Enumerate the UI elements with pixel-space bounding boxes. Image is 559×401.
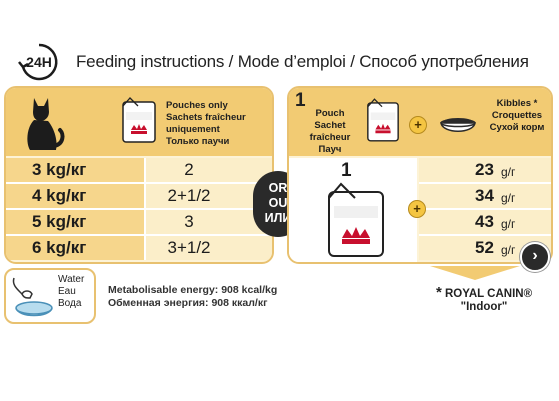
weight-cell: 3 kg/кг: [6, 158, 146, 182]
pouches-only-label: Pouches only Sachets fraîcheur uniquemen…: [166, 100, 272, 148]
kibble-grams: 34: [475, 186, 494, 205]
pouch-icon: [328, 182, 384, 257]
weight-cell: 5 kg/кг: [6, 210, 146, 234]
kibble-bowl-icon: [440, 118, 476, 132]
grams-unit: g/г: [501, 165, 516, 179]
pouch-count-label: 1: [295, 90, 306, 111]
mixed-feeding-header: 1 Pouch Sachet fraîcheur Пауч + Kibbles …: [289, 88, 551, 156]
header: 24H Feeding instructions / Mode d’emploi…: [16, 42, 546, 82]
pouch-amount-cell: 2: [146, 158, 272, 182]
label-ru: Вода: [58, 298, 82, 309]
water-label: Water Eau Вода: [58, 274, 84, 310]
brand-name: ROYAL CANIN®: [444, 288, 533, 300]
label-en: Water: [58, 274, 85, 285]
footnote-star: *: [435, 284, 442, 301]
table-row: 3 kg/кг 2: [6, 158, 272, 182]
water-bowl-icon: [12, 277, 53, 317]
pouch-label: Pouch Sachet fraîcheur Пауч: [295, 108, 365, 156]
page-title: Feeding instructions / Mode d’emploi / С…: [76, 52, 529, 71]
cat-icon: [27, 98, 65, 150]
label-fr: Eau: [58, 286, 76, 297]
weight-cell: 6 kg/кг: [6, 236, 146, 260]
or-ru: ИЛИ: [264, 211, 292, 225]
label-ru: Только паучи: [166, 136, 230, 147]
down-arrow-icon: [430, 266, 520, 280]
label-en: Pouch: [315, 108, 345, 119]
table-row: 5 kg/кг 3: [6, 210, 272, 234]
pouch-icon: [367, 98, 399, 142]
or-fr: OU: [268, 196, 288, 210]
pouch-icon: [122, 97, 156, 143]
kibbles-label: Kibbles * Croquettes Сухой корм: [485, 98, 549, 134]
energy-en: Metabolisable energy: 908 kcal/kg: [108, 284, 278, 296]
or-en: OR: [268, 181, 288, 195]
grams-unit: g/г: [501, 217, 516, 231]
clock-label: 24H: [26, 54, 52, 70]
pouch-count: 1: [341, 160, 352, 181]
label-fr: Sachets fraîcheur uniquement: [166, 112, 246, 135]
table-row: 43 g/г: [419, 210, 551, 234]
pouch-amount-cell: 3+1/2: [146, 236, 272, 260]
pouch-amount-cell: 2+1/2: [146, 184, 272, 208]
next-button[interactable]: ›: [520, 242, 550, 272]
table-row: 4 kg/кг 2+1/2: [6, 184, 272, 208]
label-en: Kibbles *: [496, 98, 538, 109]
plus-icon: +: [409, 116, 427, 134]
label-ru: Сухой корм: [489, 122, 545, 133]
clock-24h-icon: [18, 43, 58, 81]
label-ru: Пауч: [318, 144, 342, 155]
table-row: 6 kg/кг 3+1/2: [6, 236, 272, 260]
energy-ru: Обменная энергия: 908 ккал/кг: [108, 297, 268, 309]
table-row: 23 g/г: [419, 158, 551, 182]
water-box: Water Eau Вода: [4, 268, 96, 324]
brand-footnote: * ROYAL CANIN® "Indoor": [424, 284, 544, 314]
grams-unit: g/г: [501, 243, 516, 257]
pouch-amount-cell: 3: [146, 210, 272, 234]
kibble-grams: 23: [475, 160, 494, 179]
pouches-only-table: Pouches only Sachets fraîcheur uniquemen…: [4, 86, 274, 264]
label-fr: Croquettes: [491, 110, 543, 121]
weight-cell: 4 kg/кг: [6, 184, 146, 208]
pouches-only-header: Pouches only Sachets fraîcheur uniquemen…: [6, 88, 272, 156]
label-fr: Sachet fraîcheur: [309, 120, 351, 143]
label-en: Pouches only: [166, 100, 228, 111]
chevron-right-icon: ›: [532, 247, 538, 264]
energy-info: Metabolisable energy: 908 kcal/kg Обменн…: [108, 284, 277, 310]
table-row: 34 g/г: [419, 184, 551, 208]
plus-icon: +: [408, 200, 426, 218]
pouch-portion-cell: 1: [289, 158, 417, 262]
product-name: "Indoor": [460, 301, 508, 313]
grams-unit: g/г: [501, 191, 516, 205]
kibble-grams: 52: [475, 238, 494, 257]
mixed-feeding-table: 1 Pouch Sachet fraîcheur Пауч + Kibbles …: [287, 86, 553, 264]
kibble-grams: 43: [475, 212, 494, 231]
